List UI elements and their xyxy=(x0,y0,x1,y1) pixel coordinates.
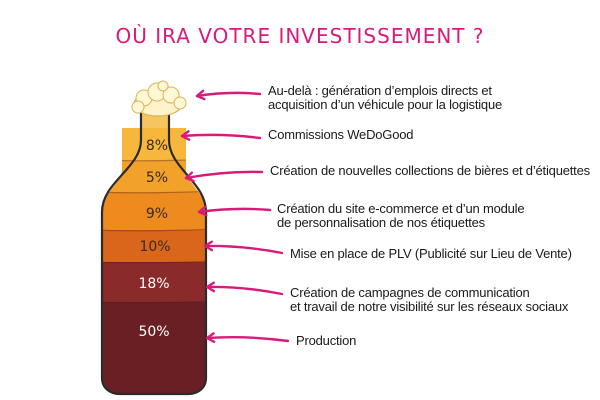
bottle-segment-5 xyxy=(102,262,206,302)
arrow-to-segment-3 xyxy=(197,205,272,217)
bottle-segment-6 xyxy=(102,302,206,394)
segment-description: Création de campagnes de communication e… xyxy=(290,285,569,314)
bottle-segment-3 xyxy=(102,192,206,230)
page-title: OÙ IRA VOTRE INVESTISSEMENT ? xyxy=(115,24,485,48)
segment-description: Création du site e-commerce et d’un modu… xyxy=(277,201,525,230)
arrow-to-foam xyxy=(195,89,262,101)
segment-divider xyxy=(102,260,206,264)
segment-description: Production xyxy=(296,333,357,348)
arrow-to-segment-2 xyxy=(184,170,264,183)
beer-foam xyxy=(131,80,187,117)
beyond-description: Au-delà : génération d’emplois directs e… xyxy=(268,83,503,112)
segment-percent-label: 5% xyxy=(146,170,168,186)
segment-divider xyxy=(102,300,206,304)
arrow-to-segment-4 xyxy=(203,240,284,255)
arrow-to-segment-1 xyxy=(180,130,262,141)
segment-percent-label: 8% xyxy=(146,138,168,154)
segment-percent-label: 9% xyxy=(146,206,168,222)
bottle-segments xyxy=(102,128,206,394)
arrow-to-segment-6 xyxy=(205,332,290,343)
segment-percent-label: 18% xyxy=(138,276,169,292)
segment-description: Commissions WeDoGood xyxy=(268,127,414,142)
segment-description: Mise en place de PLV (Publicité sur Lieu… xyxy=(290,246,572,261)
segment-description: Création de nouvelles collections de biè… xyxy=(270,163,590,178)
segment-percent-label: 50% xyxy=(138,324,169,340)
bottle-segment-4 xyxy=(102,230,206,262)
segment-divider xyxy=(102,228,206,232)
arrow-to-segment-5 xyxy=(205,281,284,296)
segment-percent-label: 10% xyxy=(139,239,170,255)
